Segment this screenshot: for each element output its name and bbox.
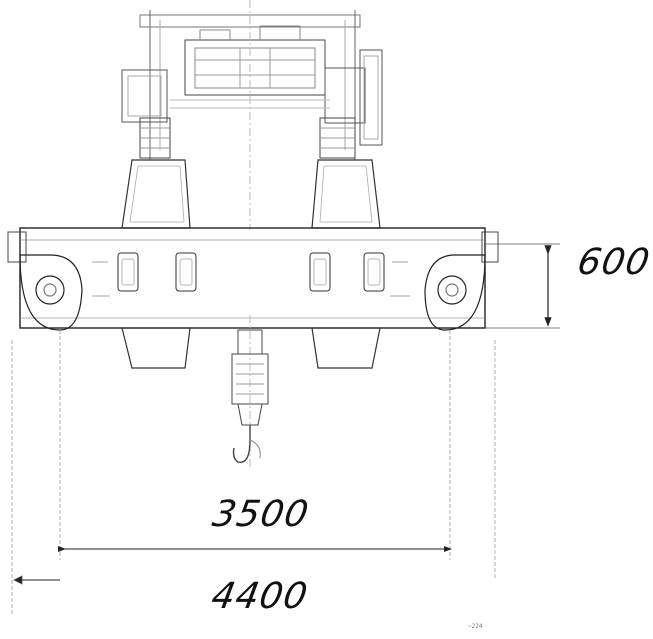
footer-code: ~224 — [468, 623, 483, 630]
hook-block — [231, 315, 269, 470]
inner-span-dimension-label: 3500 — [209, 494, 313, 535]
dimension-lines — [11, 243, 560, 615]
main-girder — [7, 227, 499, 329]
outer-span-dimension-label: 4400 — [208, 576, 312, 617]
height-dimension-label: 600 — [574, 242, 653, 283]
trolley-assembly — [121, 0, 383, 230]
upper-wheel-housings — [121, 159, 381, 229]
lower-wheel-housings — [121, 327, 381, 369]
end-wheels — [19, 254, 486, 331]
